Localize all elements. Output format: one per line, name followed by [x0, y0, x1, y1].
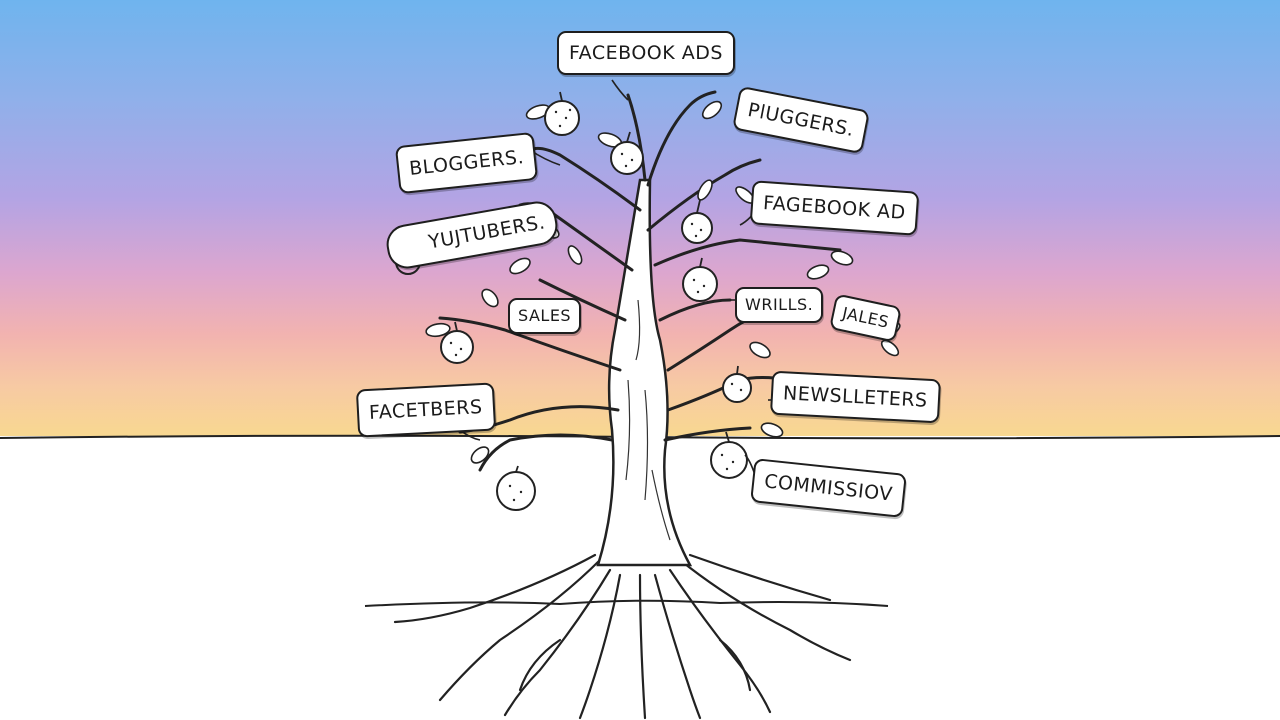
- fruit: [610, 141, 644, 175]
- fruit: [710, 441, 748, 479]
- tree-roots: [393, 553, 852, 720]
- label-newsletters: NEWSLLETERS: [769, 370, 941, 424]
- fruit-stems: [454, 91, 739, 473]
- label-wrills: WRILLS.: [735, 287, 824, 323]
- fruit: [722, 373, 752, 403]
- label-sales: SALES: [508, 298, 582, 334]
- fruit: [682, 266, 718, 302]
- fruit: [496, 471, 536, 511]
- label-facetbers: FACETBERS: [355, 382, 496, 438]
- label-facebook-ads: FACEBOOK ADS: [557, 31, 735, 75]
- fruit: [681, 212, 713, 244]
- tree-trunk: [596, 178, 693, 567]
- fruit: [544, 100, 580, 136]
- fruit: [440, 330, 474, 364]
- soil-line: [364, 599, 889, 607]
- fruit-speckles: [449, 108, 743, 502]
- trunk-texture: [625, 299, 671, 541]
